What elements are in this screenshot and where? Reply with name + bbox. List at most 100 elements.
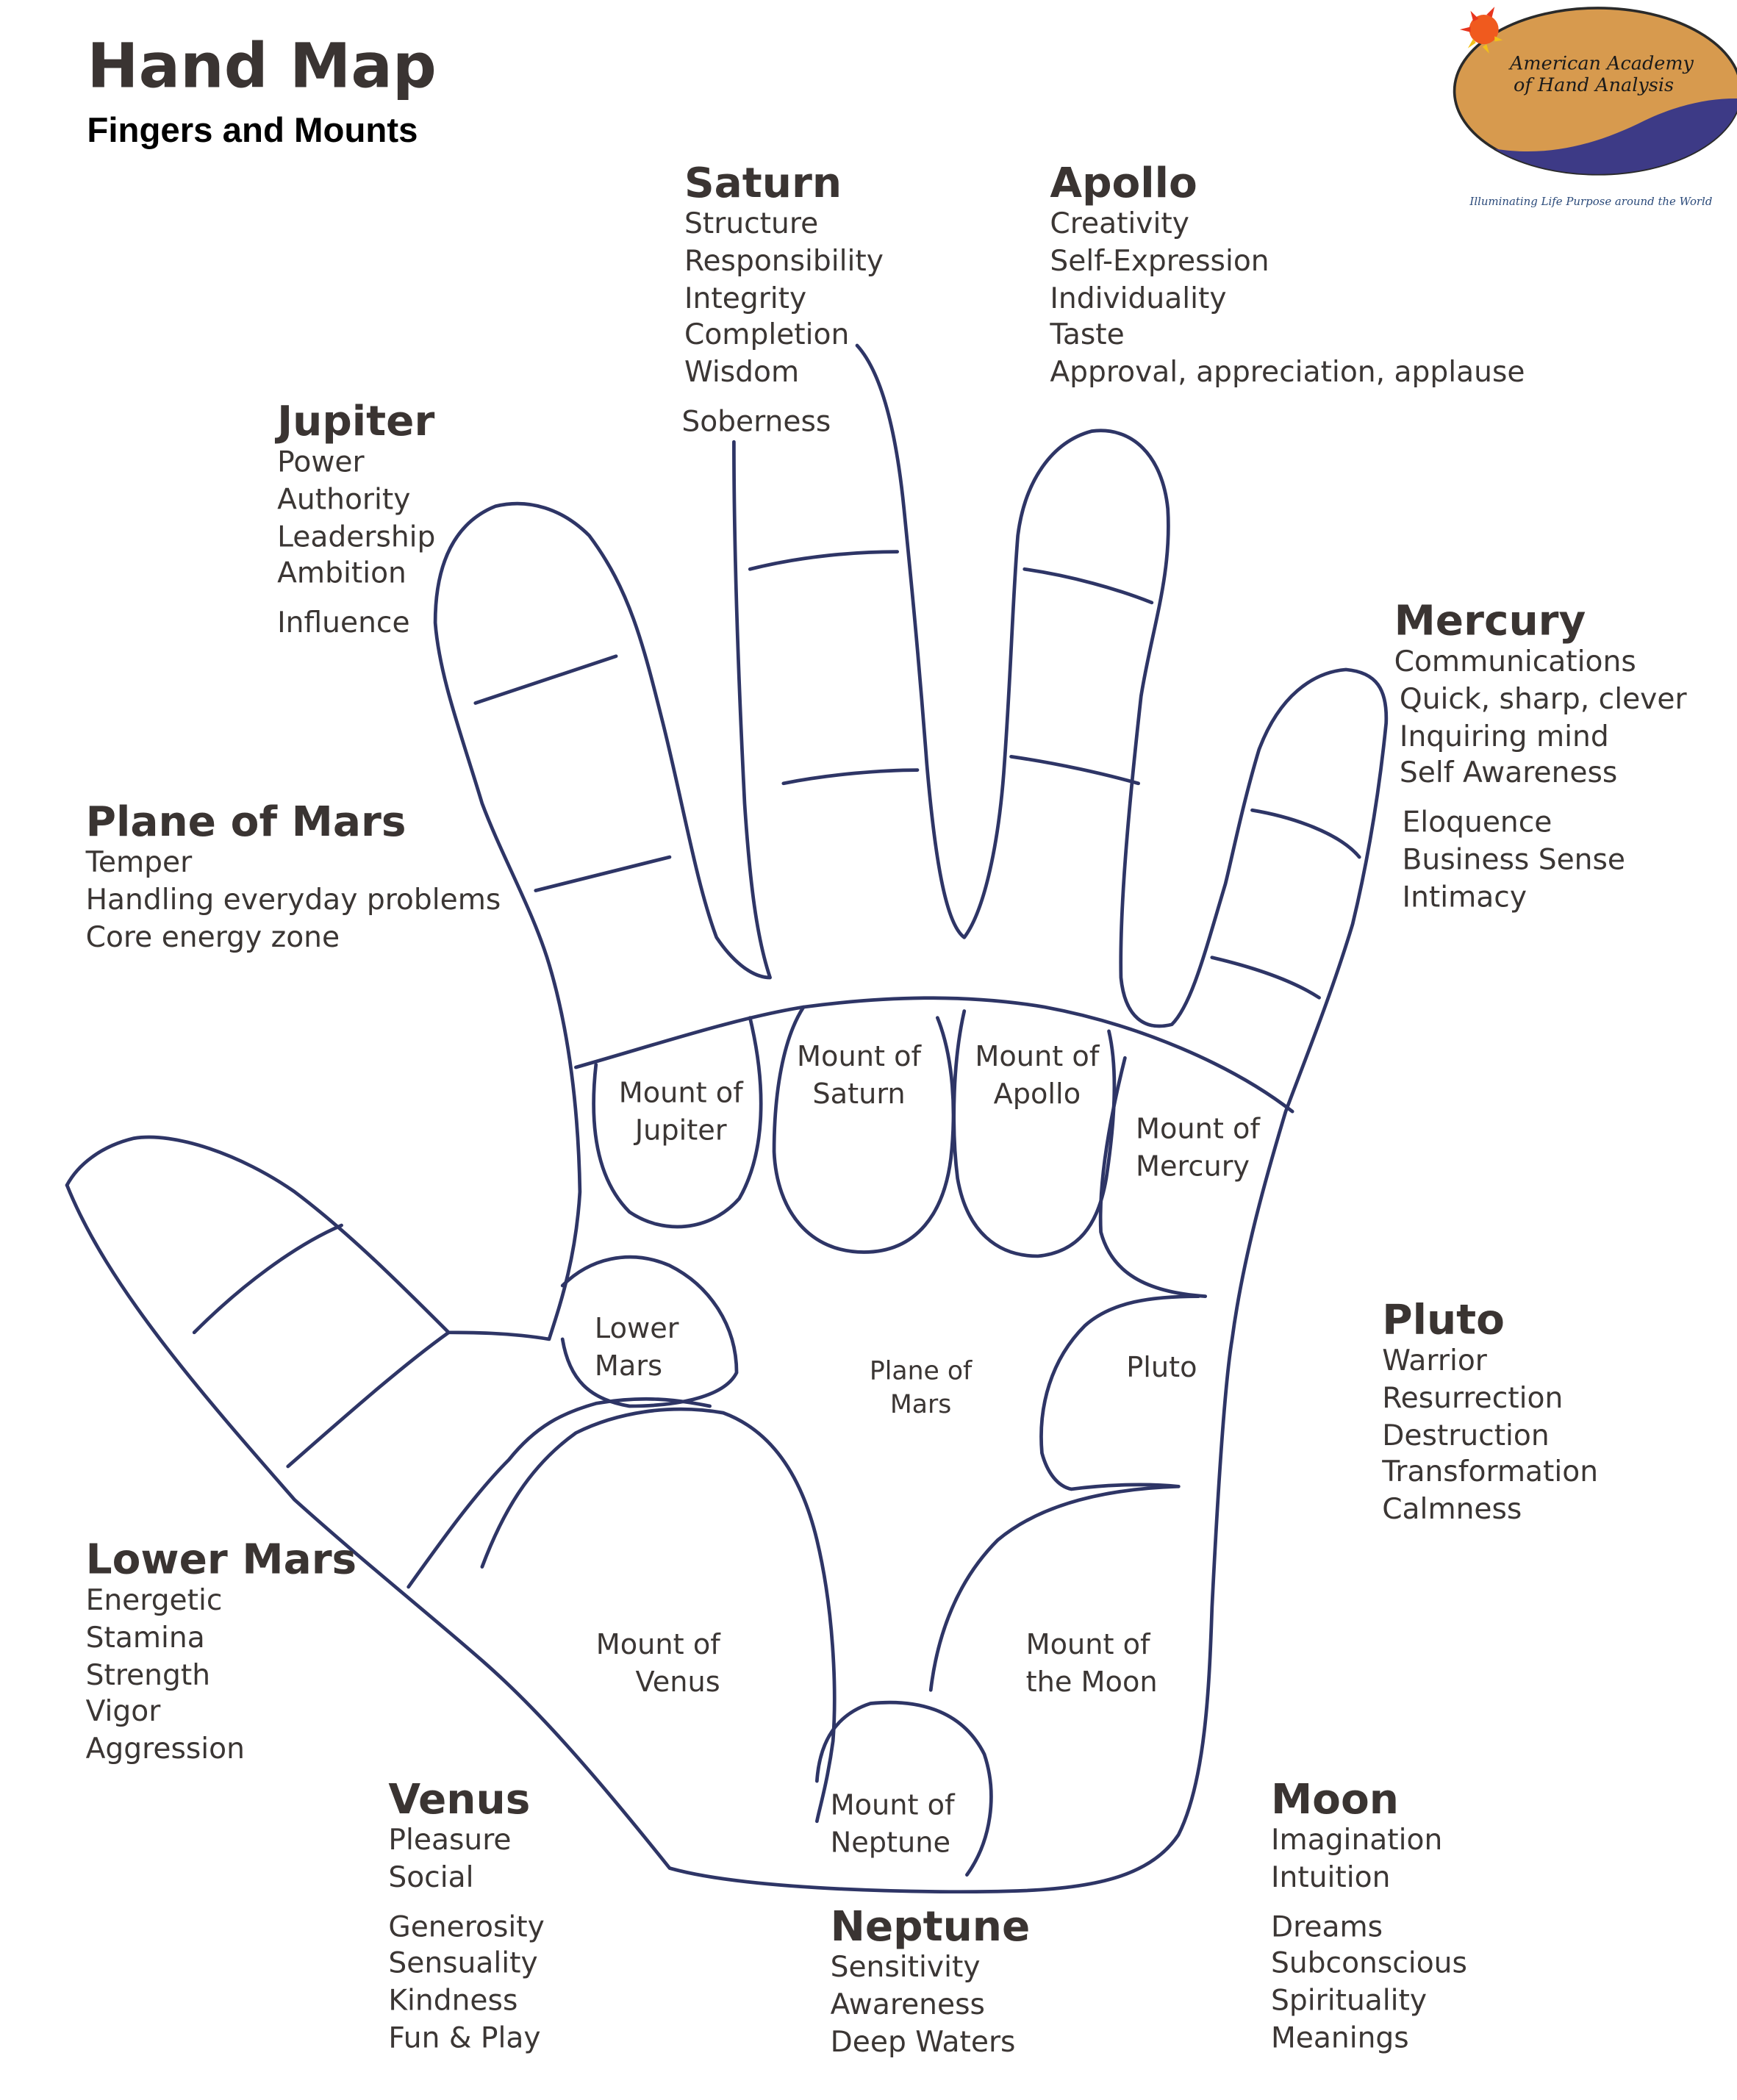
venus-inner-line [407, 1397, 712, 1589]
pluto-item: Calmness [1382, 1493, 1522, 1527]
neptune-item: Deep Waters [830, 2025, 1016, 2060]
hand-outline [65, 343, 1389, 1894]
moon-outline [928, 1484, 1181, 1692]
palm-top-line [574, 996, 1294, 1114]
academy-logo: American Academy of Hand Analysis Illumi… [1444, 0, 1737, 221]
jupiter-item: Leadership [277, 520, 436, 554]
mount-jupiter-outline [592, 1016, 763, 1229]
lower-mars-heading: Lower Mars [85, 1535, 357, 1585]
mercury-section: Mercury Communications Quick, sharp, cle… [1394, 598, 1687, 917]
lower-mars-item: Vigor [85, 1696, 161, 1730]
plane-of-mars-item: Handling everyday problems [85, 884, 501, 917]
mercury-item: Quick, sharp, clever [1399, 682, 1687, 717]
saturn-item: Wisdom [684, 356, 800, 390]
saturn-item: Completion [684, 319, 850, 353]
mercury-heading: Mercury [1394, 597, 1586, 646]
pluto-item: Destruction [1382, 1419, 1550, 1453]
saturn-item: Structure [684, 207, 819, 241]
apollo-item: Individuality [1050, 282, 1227, 316]
moon-item: Meanings [1270, 2022, 1409, 2056]
lower-mars-item: Energetic [85, 1584, 223, 1618]
pluto-heading: Pluto [1382, 1296, 1505, 1345]
venus-item: Sensuality [388, 1947, 538, 1982]
mount-apollo-outline [952, 1009, 1117, 1258]
saturn-item: Responsibility [684, 245, 884, 279]
jupiter-heading: Jupiter [277, 398, 435, 446]
moon-heading: Moon [1270, 1775, 1400, 1824]
apollo-item: Taste [1050, 319, 1125, 353]
mercury-item: Eloquence [1402, 806, 1552, 840]
venus-item: Generosity [388, 1910, 545, 1944]
venus-outline [480, 1407, 837, 1824]
saturn-item: Integrity [684, 282, 807, 316]
jupiter-phalanx-line [473, 654, 672, 892]
saturn-heading: Saturn [684, 159, 842, 208]
apollo-phalanx-line [1009, 567, 1154, 786]
apollo-item: Self-Expression [1050, 245, 1269, 279]
moon-item: Spirituality [1270, 1985, 1428, 2018]
svg-text:of Hand Analysis: of Hand Analysis [1514, 74, 1674, 96]
venus-item: Kindness [388, 1985, 518, 2018]
neptune-section: Neptune Sensitivity Awareness Deep Water… [831, 1904, 1031, 2062]
mercury-item: Communications [1394, 645, 1636, 679]
mercury-item: Self Awareness [1399, 757, 1618, 791]
jupiter-item: Power [277, 445, 365, 480]
plane-of-mars-item: Temper [85, 846, 193, 880]
neptune-outline [814, 1700, 993, 1877]
lower-mars-item: Aggression [85, 1732, 245, 1767]
saturn-section: Saturn Structure Responsibility Integrit… [681, 159, 884, 442]
pluto-item: Resurrection [1382, 1381, 1564, 1416]
plane-of-mars-item: Core energy zone [85, 920, 340, 955]
venus-item: Fun & Play [388, 2022, 541, 2056]
jupiter-item: Authority [277, 483, 411, 517]
lower-mars-outline [560, 1255, 739, 1408]
venus-item: Pleasure [388, 1824, 512, 1857]
mount-label-pluto: Pluto [1126, 1351, 1197, 1384]
jupiter-section: Jupiter Power Authority Leadership Ambit… [277, 399, 435, 643]
apollo-section: Apollo Creativity Self-Expression Indivi… [1050, 161, 1525, 393]
neptune-item: Awareness [830, 1988, 985, 2022]
thumb-phalanx-line [192, 1223, 451, 1469]
mercury-item: Inquiring mind [1399, 720, 1609, 753]
mercury-item: Intimacy [1402, 881, 1528, 914]
moon-item: Subconscious [1270, 1947, 1467, 1982]
page-subtitle: Fingers and Mounts [87, 110, 418, 151]
apollo-item: Creativity [1050, 207, 1189, 241]
neptune-heading: Neptune [830, 1902, 1031, 1952]
plane-of-mars-heading: Plane of Mars [85, 798, 407, 847]
venus-item: Social [388, 1861, 474, 1895]
apollo-heading: Apollo [1050, 159, 1197, 208]
page-title: Hand Map [87, 29, 437, 102]
venus-heading: Venus [388, 1775, 531, 1824]
lower-mars-section: Lower Mars Energetic Stamina Strength Vi… [86, 1538, 357, 1769]
moon-item: Dreams [1270, 1910, 1383, 1944]
pluto-item: Transformation [1382, 1456, 1599, 1490]
svg-text:American Academy: American Academy [1508, 53, 1694, 75]
jupiter-item: Influence [277, 606, 410, 641]
mercury-phalanx-line [1210, 808, 1361, 1000]
moon-section: Moon Imagination Intuition Dreams Subcon… [1271, 1777, 1467, 2058]
pluto-outline [1039, 1294, 1200, 1491]
apollo-item: Approval, appreciation, applause [1050, 356, 1525, 390]
svg-text:Illuminating Life Purpose arou: Illuminating Life Purpose around the Wor… [1469, 195, 1712, 208]
lower-mars-item: Stamina [85, 1621, 205, 1655]
mercury-item: Business Sense [1402, 843, 1626, 878]
saturn-phalanx-line [748, 550, 920, 786]
venus-section: Venus Pleasure Social Generosity Sensual… [388, 1777, 544, 2058]
jupiter-item: Ambition [277, 557, 407, 592]
moon-item: Intuition [1270, 1861, 1391, 1895]
pluto-item: Warrior [1382, 1344, 1487, 1378]
pluto-section: Pluto Warrior Resurrection Destruction T… [1382, 1297, 1598, 1529]
moon-item: Imagination [1270, 1824, 1443, 1857]
mount-mercury-outline [1098, 1056, 1208, 1298]
